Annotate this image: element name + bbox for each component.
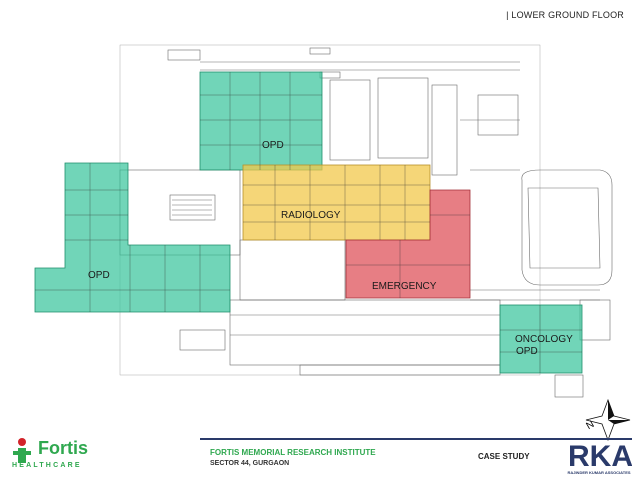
zone-label-opd-left: OPD — [88, 270, 110, 281]
zone-opd-left — [34, 162, 231, 313]
zone-radiology — [242, 164, 431, 241]
zone-opd-top — [199, 71, 323, 171]
zone-oncology-opd — [499, 304, 583, 374]
rka-subtitle: RAJINDER KUMAR ASSOCIATES — [567, 470, 631, 475]
zone-label-oncology-opd: OPD — [516, 346, 538, 357]
room-linework — [35, 72, 582, 373]
rka-word: RKA — [568, 440, 632, 473]
fortis-brand-word: Fortis — [38, 438, 89, 458]
institute-address: SECTOR 44, GURGAON — [210, 460, 290, 467]
north-label: N — [585, 419, 597, 432]
zone-emergency — [345, 189, 471, 299]
footer-divider — [200, 438, 632, 440]
floor-label: | LOWER GROUND FLOOR — [506, 10, 624, 20]
fortis-brand-sub: HEALTHCARE — [12, 462, 82, 469]
zone-label-oncology: ONCOLOGY — [515, 334, 573, 345]
building-linework — [119, 44, 613, 398]
fortis-logo-icon — [13, 438, 31, 463]
zone-label-opd-top: OPD — [262, 140, 284, 151]
zone-label-radiology: RADIOLOGY — [281, 210, 341, 221]
institute-name: FORTIS MEMORIAL RESEARCH INSTITUTE — [210, 448, 376, 457]
case-study-label: CASE STUDY — [478, 452, 530, 461]
zone-label-emergency: EMERGENCY — [372, 281, 437, 292]
rka-logo-icon: RKA — [568, 440, 632, 473]
north-arrow-icon: N — [585, 398, 631, 442]
